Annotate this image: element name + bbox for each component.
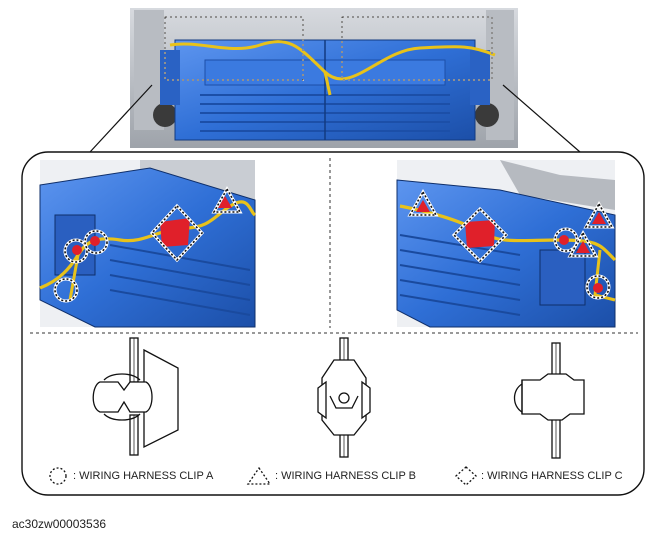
detail-frame [21,151,645,496]
overview-image [130,8,518,148]
legend-clip-b-label: : WIRING HARNESS CLIP B [275,470,416,482]
right-clip-markers [407,188,615,300]
legend-clip-b: : WIRING HARNESS CLIP B [246,466,416,486]
callout-lines [89,84,581,153]
legend-clip-a: : WIRING HARNESS CLIP A [46,466,213,486]
dotted-circle-icon [49,467,67,485]
left-clip-markers [53,185,243,303]
figure-caption: ac30zw00003536 [12,517,107,531]
dotted-triangle-icon [246,466,272,485]
legend-clip-c-label: : WIRING HARNESS CLIP C [481,470,623,482]
dotted-diamond-icon [455,466,477,486]
right-detail-image [396,160,617,328]
clip-b-sketch [317,337,371,458]
left-detail-image [39,160,257,328]
legend-clip-a-label: : WIRING HARNESS CLIP A [73,470,214,482]
clip-a-sketch [92,337,179,456]
clip-c-sketch [513,342,585,459]
legend-clip-c: : WIRING HARNESS CLIP C [454,466,623,486]
